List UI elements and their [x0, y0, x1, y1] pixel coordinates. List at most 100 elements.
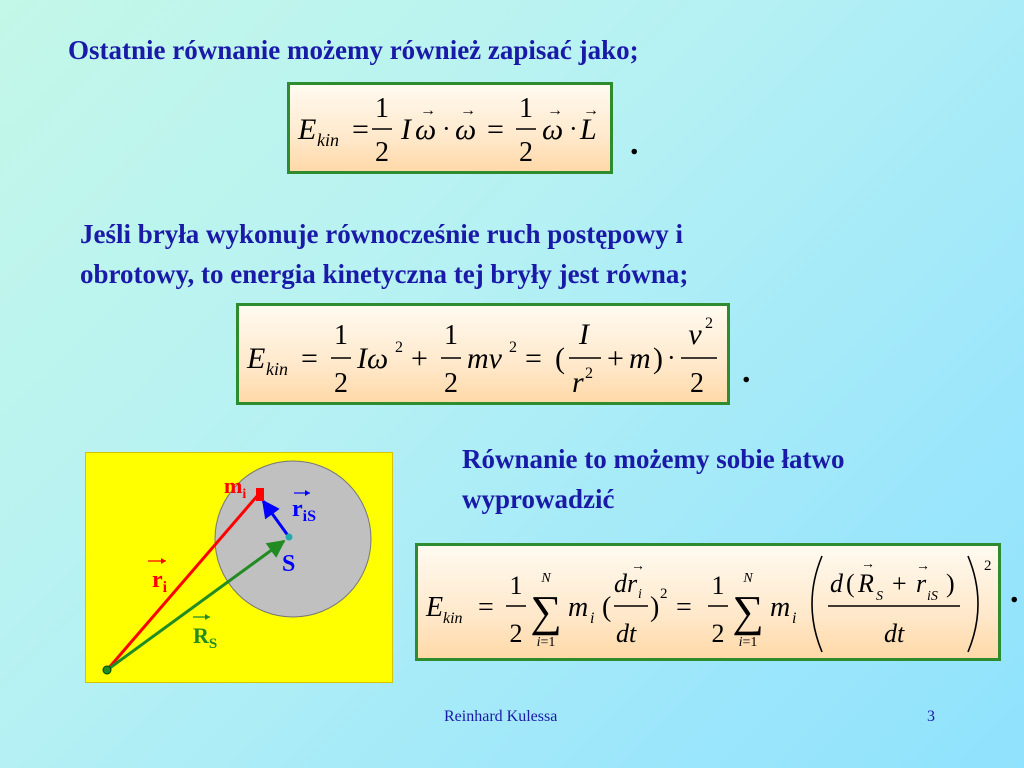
svg-text:dr: dr [614, 569, 638, 598]
svg-text:+: + [607, 342, 624, 375]
svg-text:N: N [742, 571, 753, 586]
svg-text:(: ( [555, 342, 565, 375]
svg-text:1: 1 [334, 320, 348, 351]
vector-r-is [261, 499, 291, 538]
svg-text:→: → [916, 559, 930, 574]
svg-text:2: 2 [712, 619, 725, 648]
svg-text:=: = [525, 342, 542, 375]
svg-text:2: 2 [395, 339, 403, 356]
svg-text:iS: iS [927, 589, 938, 604]
svg-text:E: E [425, 592, 443, 623]
combined-motion-heading-line2: obrotowy, to energia kinetyczna tej brył… [80, 259, 689, 289]
svg-text:→: → [861, 557, 875, 572]
svg-text:L: L [579, 113, 597, 146]
svg-text:): ) [653, 342, 663, 375]
vector-r-i [105, 494, 260, 671]
svg-text:dt: dt [616, 619, 637, 648]
combined-motion-heading-line1: Jeśli bryła wykonuje równocześnie ruch p… [80, 219, 683, 249]
footer-author: Reinhard Kulessa [444, 708, 558, 725]
svg-text:N: N [540, 571, 551, 586]
svg-text:i: i [590, 610, 594, 627]
svg-text:dt: dt [884, 619, 905, 648]
svg-text:E: E [246, 342, 265, 375]
svg-text:2: 2 [444, 368, 458, 399]
svg-text:(: ( [602, 592, 611, 623]
svg-text:2: 2 [660, 586, 668, 602]
svg-text:I: I [578, 318, 591, 351]
label-s: S [282, 551, 295, 577]
equation-box-combined: E kin = 1 2 Iω 2 + 1 2 mv 2 = ( I r 2 + … [236, 303, 730, 405]
derivation-heading-line1: Równanie to możemy sobie łatwo [462, 444, 845, 474]
svg-text:kin: kin [443, 610, 463, 627]
svg-text:ω: ω [415, 113, 436, 146]
equation-rotational: E kin = 1 2 I ω → · ω → = 1 2 ω → · L → [297, 93, 599, 168]
svg-text:2: 2 [375, 137, 389, 168]
equation-combined-period: . [742, 353, 751, 390]
equation-derivation: E kin = 1 2 N ∑ i=1 m i ( dr i → dt ) 2 … [425, 555, 992, 653]
svg-text:2: 2 [334, 368, 348, 399]
svg-text:d: d [830, 569, 844, 598]
equation-box-rotational: E kin = 1 2 I ω → · ω → = 1 2 ω → · L → [287, 82, 613, 174]
svg-text:∑: ∑ [530, 587, 561, 636]
svg-text:S: S [876, 589, 883, 604]
origin-point [102, 665, 112, 675]
svg-text:i=1: i=1 [739, 635, 758, 650]
svg-text:(: ( [846, 569, 855, 598]
svg-text:E: E [297, 113, 316, 146]
svg-text:1: 1 [444, 320, 458, 351]
svg-text:1: 1 [510, 571, 523, 600]
mass-element-mi [256, 488, 264, 501]
svg-text:kin: kin [317, 130, 339, 150]
label-mi: mi [224, 473, 246, 502]
svg-text:1: 1 [712, 571, 725, 600]
intro-heading: Ostatnie równanie możemy również zapisać… [68, 35, 639, 65]
svg-text:·: · [569, 114, 578, 143]
svg-text:2: 2 [705, 315, 713, 332]
svg-text:·: · [442, 114, 451, 143]
svg-text:2: 2 [519, 137, 533, 168]
equation-derivation-period: . [1010, 573, 1019, 610]
svg-text:→: → [420, 102, 436, 119]
svg-text:I: I [400, 113, 413, 146]
svg-text:R: R [857, 569, 874, 598]
equation-rotational-period: . [630, 125, 639, 162]
svg-text:→: → [583, 102, 599, 119]
svg-text:+: + [892, 569, 907, 598]
equation-combined: E kin = 1 2 Iω 2 + 1 2 mv 2 = ( I r 2 + … [246, 315, 717, 399]
svg-text:→: → [547, 102, 563, 119]
svg-text:+: + [411, 342, 428, 375]
svg-text:=: = [487, 113, 504, 146]
svg-text:i=1: i=1 [537, 635, 556, 650]
rigid-body-diagram: mi riS S ri RS [85, 452, 393, 683]
svg-text:2: 2 [510, 619, 523, 648]
svg-text:i: i [638, 587, 642, 602]
svg-text:→: → [631, 559, 645, 574]
svg-text:1: 1 [519, 93, 533, 124]
svg-text:1: 1 [375, 93, 389, 124]
svg-text:kin: kin [266, 359, 288, 379]
label-r-is: riS [292, 496, 316, 525]
svg-text:→: → [460, 102, 476, 119]
label-r-i: ri [152, 567, 168, 596]
svg-text:2: 2 [585, 365, 593, 382]
svg-text:m: m [629, 342, 651, 375]
svg-text:∑: ∑ [732, 587, 763, 636]
derivation-heading-line2: wyprowadzić [462, 484, 615, 514]
svg-text:=: = [352, 113, 369, 146]
svg-text:=: = [301, 342, 318, 375]
svg-text:i: i [792, 610, 796, 627]
svg-text:mv: mv [467, 342, 503, 375]
svg-text:m: m [568, 592, 588, 623]
svg-text:2: 2 [509, 339, 517, 356]
svg-text:=: = [478, 592, 494, 623]
svg-text:2: 2 [984, 558, 992, 574]
svg-text:m: m [770, 592, 790, 623]
svg-text:ω: ω [455, 113, 476, 146]
svg-text:): ) [650, 592, 659, 623]
vector-r-s [106, 539, 286, 672]
svg-text:r: r [572, 366, 584, 399]
svg-text:v: v [688, 318, 702, 351]
footer-page-number: 3 [927, 708, 935, 725]
svg-text:Iω: Iω [356, 342, 388, 375]
svg-text:2: 2 [690, 368, 704, 399]
